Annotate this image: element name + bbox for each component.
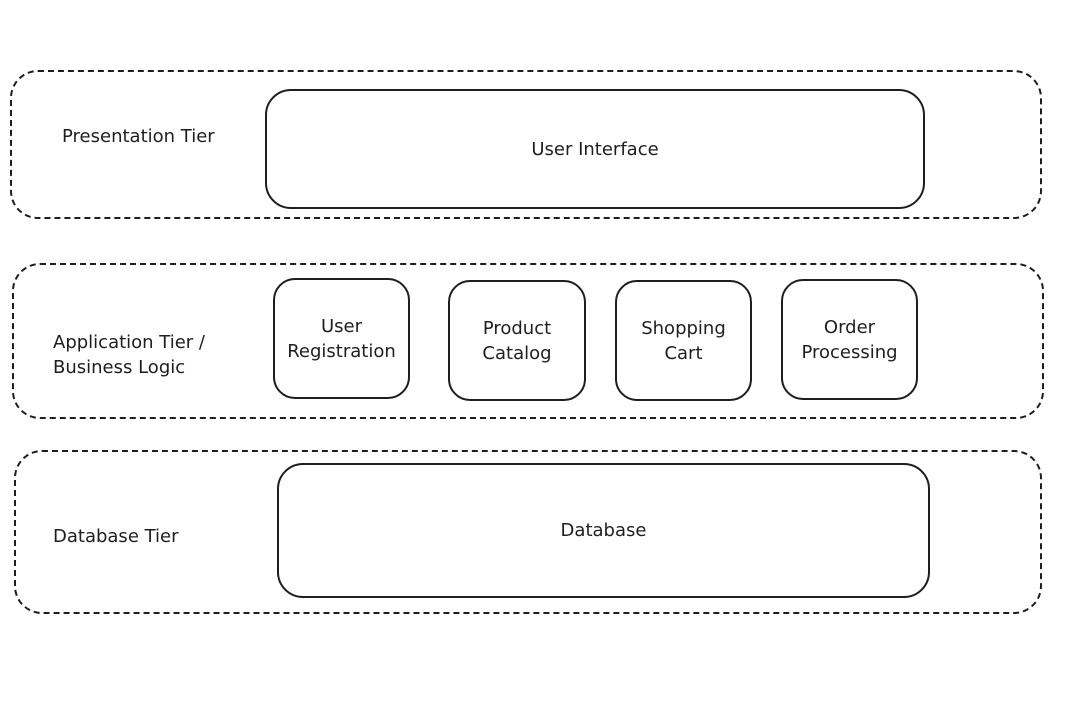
user-registration-box[interactable]: User Registration bbox=[273, 278, 410, 399]
database-tier-label: Database Tier bbox=[53, 526, 179, 547]
shopping-cart-box[interactable]: Shopping Cart bbox=[615, 280, 752, 401]
application-tier-container[interactable] bbox=[12, 263, 1044, 419]
order-processing-box[interactable]: Order Processing bbox=[781, 279, 918, 400]
database-tier-container[interactable] bbox=[14, 450, 1042, 614]
product-catalog-box[interactable]: Product Catalog bbox=[448, 280, 586, 401]
presentation-tier-container[interactable] bbox=[10, 70, 1042, 219]
database-box[interactable]: Database bbox=[277, 463, 930, 598]
application-tier-label: Application Tier / Business Logic bbox=[53, 332, 205, 378]
presentation-tier-label: Presentation Tier bbox=[62, 126, 215, 147]
user-interface-box[interactable]: User Interface bbox=[265, 89, 925, 209]
